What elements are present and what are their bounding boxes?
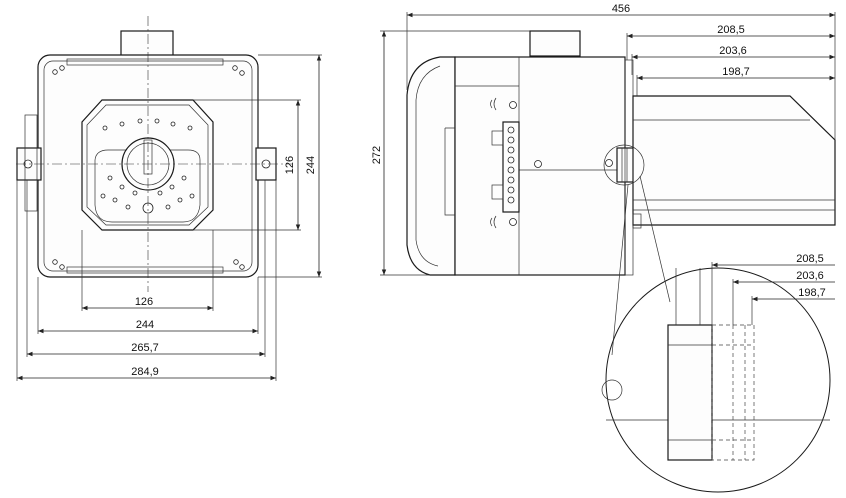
detail-circle	[605, 267, 831, 493]
vent-mark-lower	[490, 215, 497, 229]
dim-flange-3-label: 198,7	[722, 66, 750, 78]
bottom-strip	[66, 266, 224, 274]
dim-side-height	[380, 30, 530, 276]
detail-dim-1-label: 208,5	[796, 253, 824, 265]
dim-height-label: 244	[305, 156, 317, 174]
detail-dim-3	[751, 296, 835, 325]
burner-opening	[94, 149, 201, 223]
detail-leader-2	[611, 184, 629, 356]
dim-flange-3	[636, 75, 835, 96]
rear-cover	[406, 56, 456, 276]
dim-flange-1-label: 208,5	[717, 24, 745, 36]
dim-height	[258, 54, 322, 278]
side-flange	[616, 147, 635, 183]
housing-screw-3	[509, 218, 517, 226]
rear-handle	[444, 127, 455, 216]
dim-flange-2	[631, 54, 835, 75]
detail-marker-circle	[603, 144, 645, 186]
octagonal-plate-inner	[86, 104, 209, 226]
dim-total-length	[406, 12, 836, 140]
front-view: 126 244 265,7 284,9 126	[16, 16, 322, 381]
terminal-clip-upper	[491, 130, 504, 146]
housing-screw-2	[534, 160, 542, 168]
dim-inner-width	[81, 230, 214, 311]
detail-dim-2-label: 203,6	[796, 270, 824, 282]
top-strip	[66, 58, 224, 66]
dim-bracket-width-label: 244	[136, 319, 154, 331]
vent-mark-upper	[490, 97, 497, 111]
dim-bracket-width	[37, 277, 259, 334]
side-view: 456 208,5 203,6 198,7 272	[371, 3, 836, 356]
detail-view: 208,5 203,6 198,7	[601, 253, 835, 493]
dim-overall-width	[16, 180, 277, 381]
detail-dim-1	[711, 262, 835, 325]
detail-dim-2	[732, 279, 835, 325]
dim-side-height-label: 272	[371, 146, 383, 164]
detail-screw	[601, 379, 623, 401]
dim-body-width	[26, 180, 266, 357]
dim-body-width-label: 265,7	[131, 342, 159, 354]
housing-screw-1	[509, 101, 517, 109]
detail-flange	[667, 324, 713, 461]
rear-cover-inner	[415, 65, 441, 267]
dim-inner-height-label: 126	[284, 156, 296, 174]
dim-overall-width-label: 284,9	[131, 366, 159, 378]
terminal-screws	[507, 126, 515, 204]
front-top-pipe	[120, 30, 174, 57]
detail-dim-3-label: 198,7	[798, 287, 826, 299]
plate-holes	[100, 118, 195, 210]
housing-screw-4	[605, 159, 613, 167]
corner-screws	[52, 65, 245, 270]
terminal-clip-lower	[491, 184, 504, 200]
side-top-pipe	[529, 30, 581, 57]
dim-total-length-label: 456	[612, 3, 630, 15]
dim-inner-width-label: 126	[135, 296, 153, 308]
left-side-rail	[24, 114, 38, 212]
burner-tube	[632, 95, 836, 226]
dim-flange-2-label: 203,6	[719, 45, 747, 57]
dim-flange-1	[626, 33, 835, 60]
tube-clip	[632, 213, 642, 229]
dim-inner-height	[193, 99, 301, 231]
